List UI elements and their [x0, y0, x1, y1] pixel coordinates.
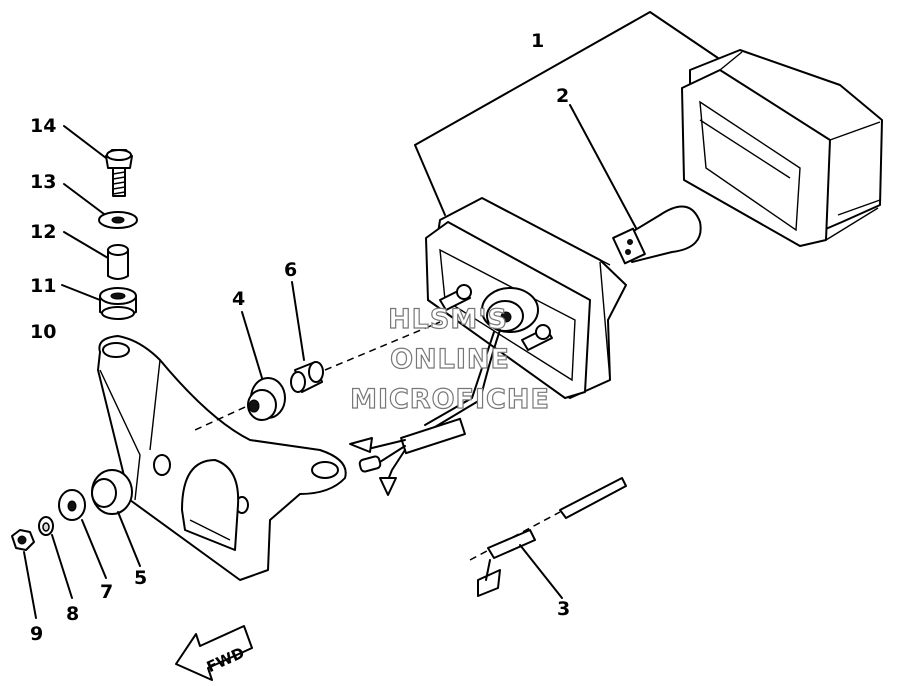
callout-2: 2 [556, 85, 569, 107]
callout-13: 13 [30, 171, 56, 193]
callout-14-leader [63, 125, 107, 159]
callout-4-leader [241, 311, 263, 379]
watermark-line-3: MICROFICHE [350, 384, 550, 415]
callout-12: 12 [30, 221, 56, 243]
callout-9-leader [23, 551, 37, 619]
callout-14: 14 [30, 115, 56, 137]
washer-7 [58, 489, 86, 521]
callout-12-leader [63, 231, 109, 259]
callout-8-leader [51, 534, 73, 599]
callout-13-leader [63, 183, 105, 215]
cable-tie [469, 477, 627, 597]
taillight-housing [425, 197, 627, 399]
callout-9: 9 [30, 623, 43, 645]
lock-washer-8 [38, 516, 54, 536]
callout-1: 1 [531, 30, 544, 52]
grommet-11 [99, 287, 137, 320]
nut-9 [11, 529, 35, 551]
grommet-5 [91, 469, 133, 515]
callout-11: 11 [30, 275, 56, 297]
collar-12 [107, 244, 129, 280]
callout-8: 8 [66, 603, 79, 625]
callout-11-leader [61, 284, 101, 301]
callout-3-leader [519, 544, 563, 599]
callout-2-leader [569, 104, 637, 229]
callout-7: 7 [100, 581, 113, 603]
washer-13 [98, 211, 138, 229]
callout-5-leader [117, 511, 141, 567]
callout-6-leader [291, 281, 305, 361]
callout-10: 10 [30, 321, 56, 343]
callout-6: 6 [284, 259, 297, 281]
taillight-lens [681, 49, 883, 247]
fwd-arrow: FWD [175, 625, 253, 681]
collar-6 [290, 361, 324, 393]
grommet-4 [247, 377, 286, 421]
callout-1-leader [414, 11, 719, 216]
wire-harness [349, 329, 501, 496]
callout-5: 5 [134, 567, 147, 589]
alignment-line [324, 321, 441, 371]
bolt-14 [105, 149, 133, 197]
watermark-line-1: HLSM'S [388, 304, 508, 335]
callout-7-leader [81, 519, 107, 579]
callout-3: 3 [557, 598, 570, 620]
watermark-line-2: ONLINE [390, 344, 510, 375]
bulb [612, 205, 702, 265]
bracket [97, 335, 347, 581]
callout-4: 4 [232, 288, 245, 310]
